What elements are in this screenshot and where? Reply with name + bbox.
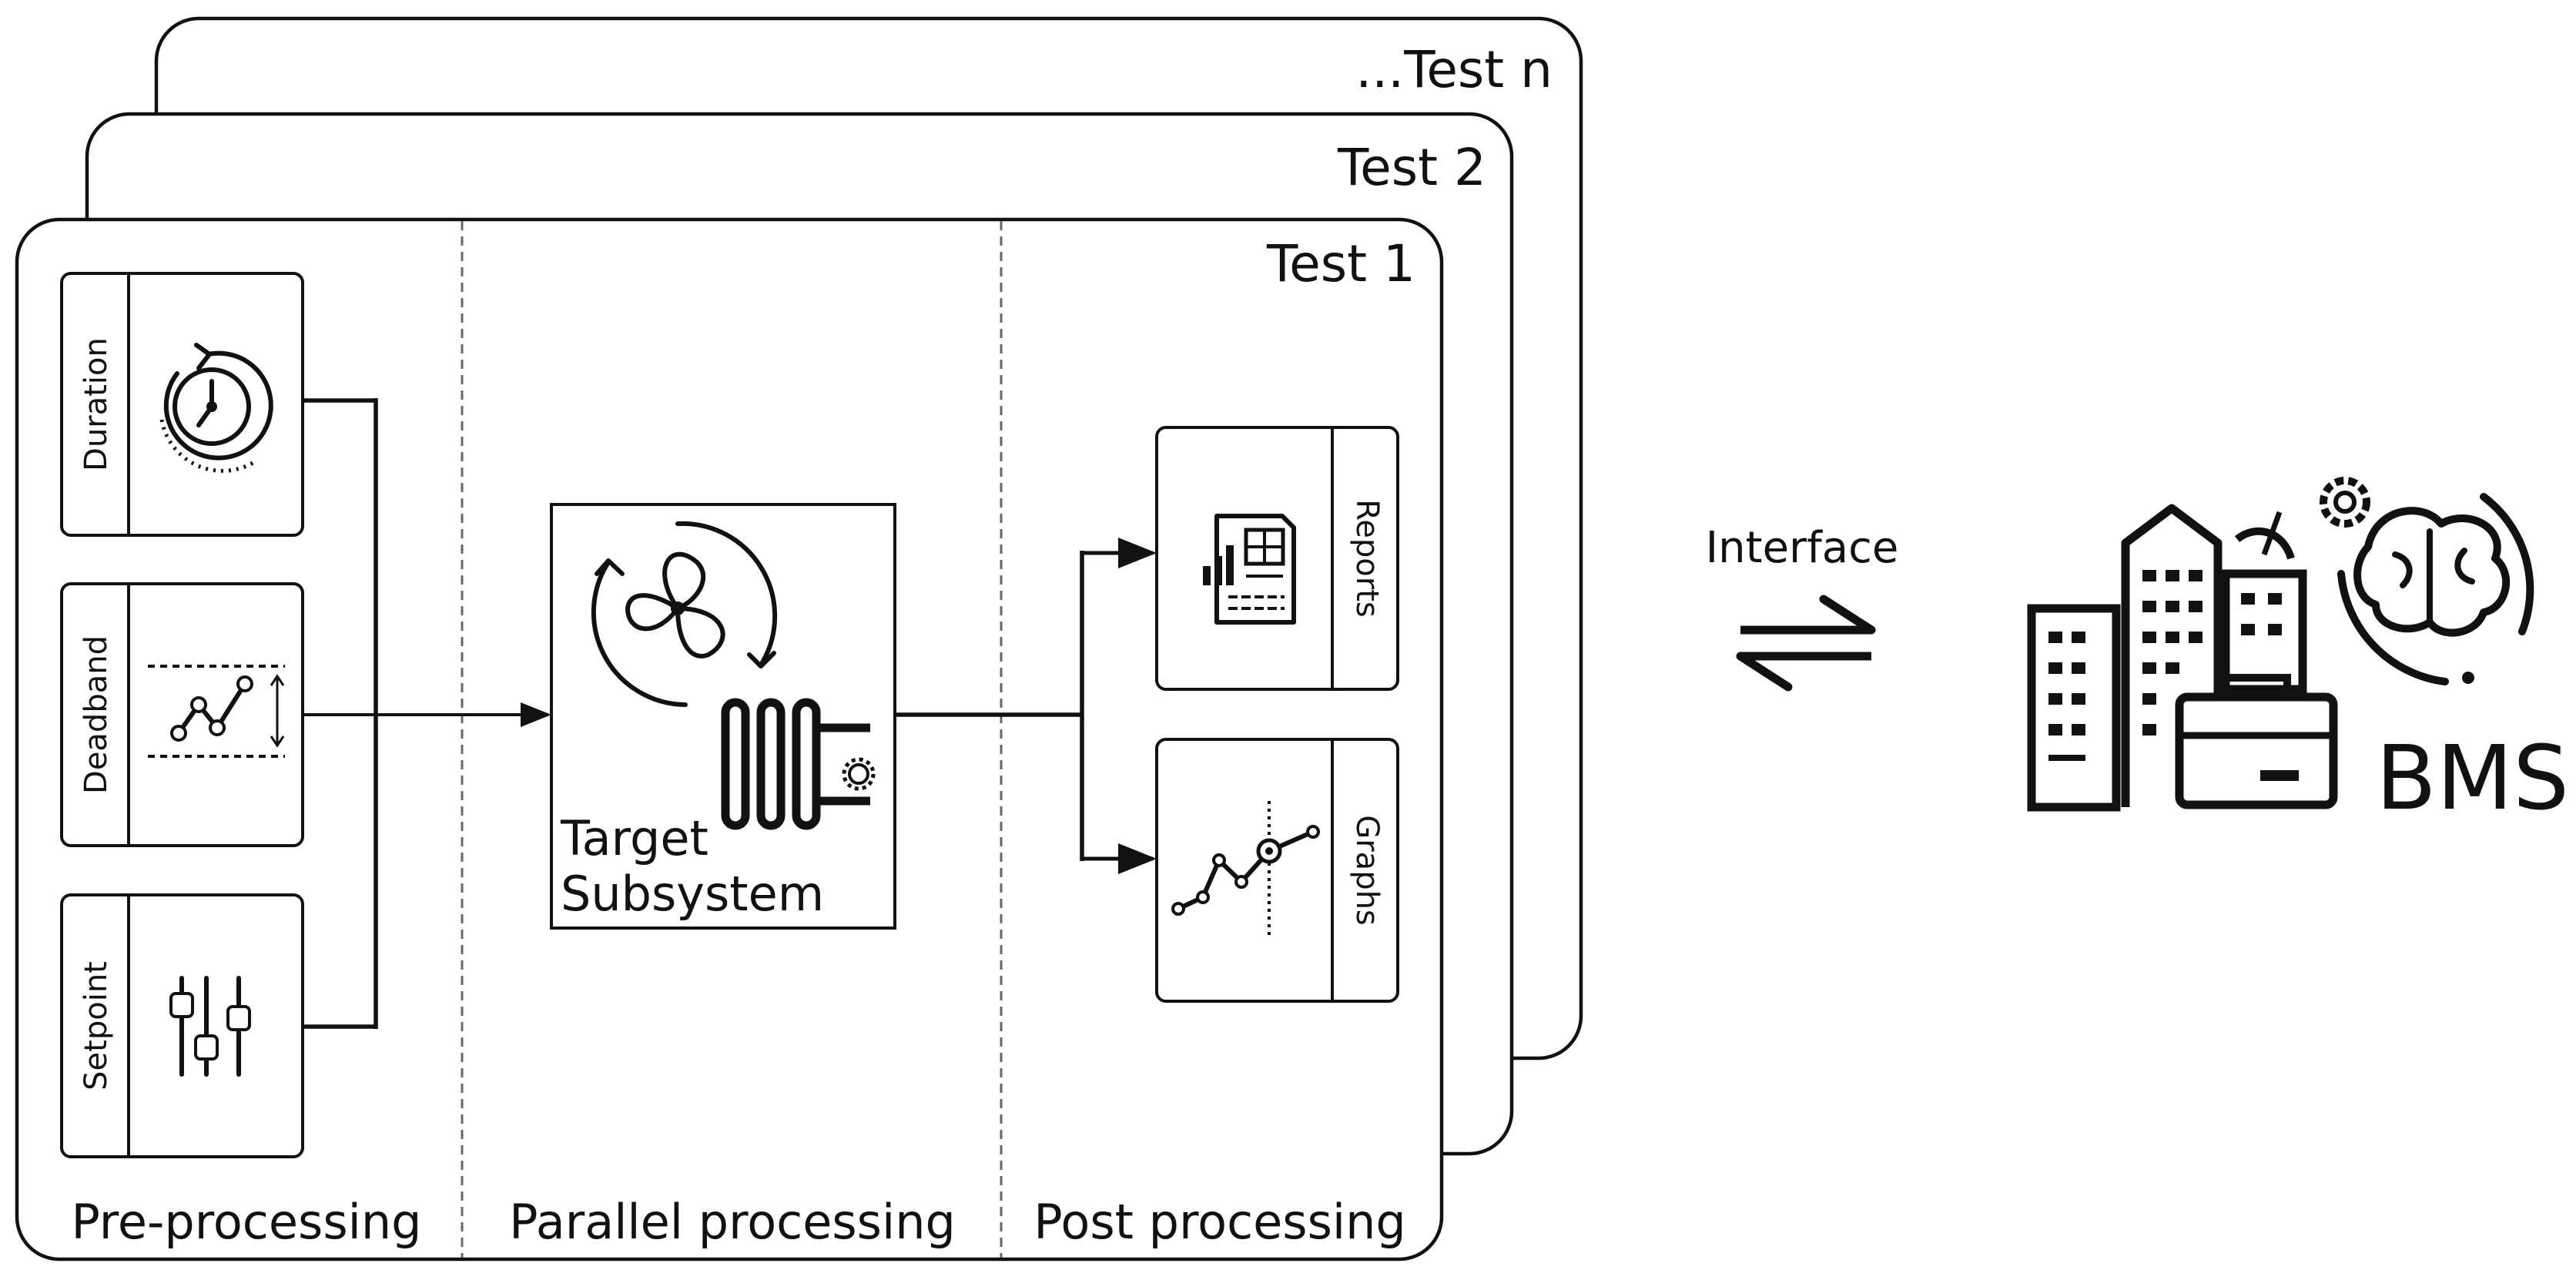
section-label-parallel: Parallel processing [509,1194,956,1250]
output-reports: Reports [1155,426,1399,691]
test-1-title: Test 1 [1266,234,1415,293]
test-2-title: Test 2 [1337,138,1486,197]
input-duration-label: Duration [79,337,114,471]
fan-radiator-icon [591,521,876,830]
report-document-icon [1203,514,1296,625]
interface-label: Interface [1706,523,1899,573]
clock-icon [159,343,273,473]
bms: BMS [2027,477,2569,830]
output-connector [895,538,1157,874]
output-graphs-label: Graphs [1349,815,1385,926]
output-reports-label: Reports [1349,499,1385,617]
input-setpoint-label: Setpoint [79,961,114,1091]
input-duration: Duration [60,272,304,537]
target-label-line2: Subsystem [561,866,824,922]
target-label-line1: Target [560,810,708,866]
smart-building-icon [2027,477,2534,812]
test-n-title: ...Test n [1355,40,1553,99]
output-graphs: Graphs [1155,738,1399,1003]
input-connector [303,398,551,1029]
section-label-pre: Pre-processing [71,1194,421,1250]
slider-controls-icon [169,976,251,1077]
bms-label: BMS [2376,727,2569,830]
target-subsystem: Target Subsystem [550,503,896,930]
line-graph-icon [1171,801,1320,936]
section-label-post: Post processing [1033,1194,1406,1250]
input-deadband: Deadband [60,582,304,847]
deadband-chart-icon [148,665,285,758]
input-deadband-label: Deadband [79,635,114,794]
interface: Interface [1706,523,1899,692]
bidirectional-arrows-icon [1736,595,1876,692]
input-setpoint: Setpoint [60,893,304,1158]
